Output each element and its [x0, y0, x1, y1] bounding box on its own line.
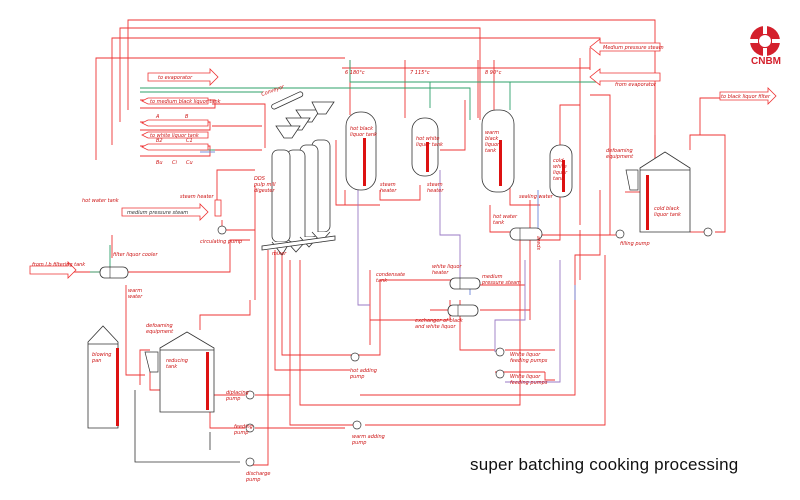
hot-water-tank-label: hot water tank: [82, 198, 120, 204]
sealing-water-label: sealing water: [519, 194, 554, 200]
conveyor-label: Conveyor: [261, 84, 286, 98]
to-evaporator-arrow: to evaporator: [147, 68, 219, 86]
manifold-c1: C1: [186, 138, 193, 144]
temp-2: 7 115°c: [410, 70, 430, 76]
filling-pump-label: filling pump: [620, 241, 650, 247]
green-pipe-lines: [90, 60, 600, 273]
top-right-arrow-2-label: from evaporator: [615, 82, 657, 88]
warm-black-liquor-tank: [481, 109, 515, 193]
white-liquor-heater: [449, 277, 481, 290]
hot-white-liquor-tank: [411, 117, 439, 177]
temp-1: 6 180°c: [345, 70, 365, 76]
from-liquor-filtering-tank-label: from l.b filtering tank: [32, 262, 86, 268]
hot-black-liquor-tank: [345, 111, 377, 191]
filter-liquor-cooler-label: filter liquor cooler: [113, 252, 158, 258]
manifold-b2: Bu: [156, 160, 163, 166]
manifold-cu: Cu: [186, 160, 193, 166]
manifold-b: B: [185, 114, 189, 120]
pumps: [217, 225, 713, 467]
cnbm-logo: [750, 26, 780, 56]
digester-bank: [261, 101, 336, 256]
exchanger-of-black-and-white-liquor: [447, 304, 479, 317]
diagram-caption: super batching cooking processing: [470, 455, 739, 474]
to-black-liquor-filter-arrow: to black liquor filter: [719, 87, 777, 105]
reducing-tank: [144, 331, 215, 413]
manifold-ci: Ci: [172, 160, 177, 166]
spare-label: spare: [536, 236, 542, 250]
manifold: [141, 97, 209, 151]
medium-pressure-steam-arrow-top: Medium pressure steam: [589, 38, 664, 56]
to-evaporator-label: to evaporator: [158, 75, 193, 81]
from-liquor-filtering-tank-arrow: from l.b filtering tank: [29, 261, 86, 279]
steam-heater-left-label: steam heater: [180, 194, 215, 200]
blowing-pan: [87, 325, 119, 429]
manifold-bu: B2: [156, 138, 163, 144]
hot-water-tank-right: [509, 227, 543, 241]
to-black-liquor-filter-label: to black liquor filter: [721, 94, 771, 100]
medium-pressure-steam-label: medium pressure steam: [127, 210, 188, 216]
cold-black-liquor-tank: [625, 151, 691, 233]
black-pipe-lines: [134, 390, 240, 463]
steam-heater-left: [214, 199, 222, 217]
cold-white-liquor-tank: [549, 144, 573, 198]
purple-pipe-lines: [357, 170, 561, 383]
manifold-row5: to white liquor tank: [150, 133, 200, 139]
circulating-pump-label: circulating pump: [200, 239, 242, 245]
mixer-label: mixer: [272, 251, 287, 257]
filter-liquor-cooler: [99, 266, 129, 279]
brand-name: CNBM: [751, 56, 781, 67]
temp-3: 8 90°c: [485, 70, 502, 76]
manifold-row1: to medium black liquor tank: [150, 99, 222, 105]
medium-pressure-steam-arrow-left: medium pressure steam: [121, 203, 209, 221]
manifold-a: A: [155, 114, 160, 120]
top-right-arrow-1-label: Medium pressure steam: [603, 45, 664, 51]
from-evaporator-arrow: from evaporator: [589, 68, 661, 88]
